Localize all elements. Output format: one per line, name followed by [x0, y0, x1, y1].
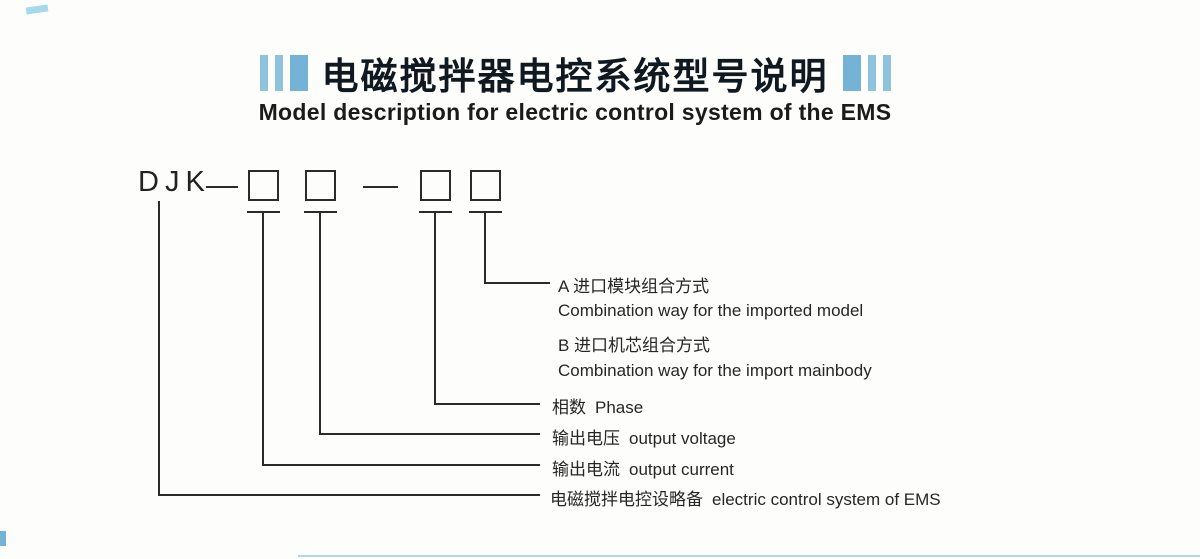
model-digit-box-1: [248, 170, 279, 201]
box-underline-3: [419, 211, 452, 213]
callout-control-system: 电磁搅拌电控设略备 electric control system of EMS: [550, 485, 941, 510]
callout-option-a-en: Combination way for the imported model: [558, 301, 864, 320]
model-digit-box-3: [420, 170, 451, 201]
decor-bar-icon: [867, 55, 876, 91]
scan-artifact-left-edge: [0, 531, 6, 546]
callout-control-system-en: electric control system of EMS: [712, 490, 941, 509]
callout-option-b-en: Combination way for the import mainbody: [558, 361, 872, 380]
leader-vline-box1: [262, 213, 264, 466]
callout-control-system-zh: 电磁搅拌电控设略备: [550, 490, 703, 509]
leader-hline-box2: [319, 433, 540, 435]
leader-hline-box1: [262, 464, 540, 466]
callout-output-voltage: 输出电压 output voltage: [552, 424, 736, 449]
callout-phase-en: Phase: [595, 398, 644, 417]
model-digit-box-4: [470, 170, 501, 201]
decor-bar-icon: [842, 55, 861, 91]
page-title-en: Model description for electric control s…: [258, 99, 892, 125]
leader-vline-box2: [319, 213, 321, 435]
callout-phase: 相数 Phase: [552, 393, 643, 418]
callout-output-current: 输出电流 output current: [552, 455, 734, 480]
leader-vline-box3: [434, 213, 436, 405]
decor-bar-icon: [274, 55, 283, 91]
decor-bar-icon: [259, 55, 268, 91]
callout-output-current-en: output current: [629, 460, 734, 479]
callout-output-current-zh: 输出电流: [552, 460, 620, 479]
title-decor-bars-right: [842, 55, 891, 91]
callout-option-a-zh: A 进口模块组合方式: [558, 277, 710, 296]
model-digit-box-2: [305, 170, 336, 201]
box-underline-2: [304, 211, 337, 213]
leader-vline-prefix: [158, 201, 160, 496]
callout-phase-zh: 相数: [552, 398, 586, 417]
model-prefix: DJK: [138, 166, 211, 198]
leader-hline-prefix: [158, 494, 540, 496]
title-decor-bars-left: [259, 55, 308, 91]
callout-option-b-zh: B 进口机芯组合方式: [558, 336, 711, 355]
decor-bar-icon: [882, 55, 891, 91]
model-dash-2: [363, 186, 398, 188]
decor-bar-icon: [289, 55, 308, 91]
box-underline-1: [247, 211, 280, 213]
scan-artifact-top-left: [25, 4, 49, 15]
leader-vline-box4: [484, 213, 486, 284]
callout-output-voltage-en: output voltage: [629, 429, 736, 448]
scan-artifact-bottom-line: [298, 555, 1200, 557]
model-dash-1: [206, 186, 238, 188]
callout-output-voltage-zh: 输出电压: [552, 429, 620, 448]
leader-hline-box3: [434, 403, 540, 405]
box-underline-4: [469, 211, 502, 213]
header: 电磁搅拌器电控系统型号说明: [0, 46, 1175, 100]
page-title-zh: 电磁搅拌器电控系统型号说明: [321, 56, 829, 97]
leader-hline-box4: [484, 282, 550, 284]
